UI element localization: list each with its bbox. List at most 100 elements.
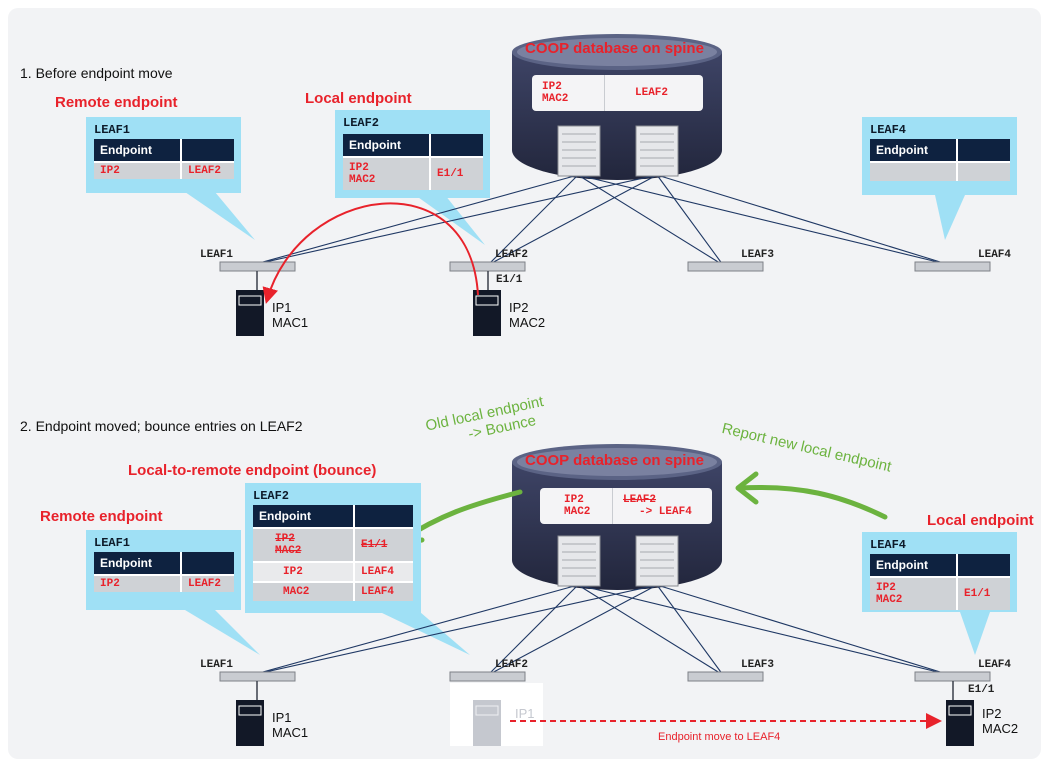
leaf1-label-2: LEAF1 bbox=[200, 659, 234, 671]
ghost-host-old-location bbox=[450, 683, 543, 746]
server-host-ip1-2 bbox=[236, 700, 264, 746]
host-ip1-label-1: IP1 MAC1 bbox=[272, 300, 308, 330]
callout-title: LEAF4 bbox=[870, 123, 907, 137]
endpoint-cell: IP2 bbox=[253, 561, 354, 582]
location-cell: E1/1 bbox=[429, 156, 483, 190]
host-mac: MAC2 bbox=[509, 315, 546, 330]
host-ip: IP2 bbox=[982, 706, 1002, 721]
coop-entry-2: IP2 MAC2 LEAF2 -> LEAF4 bbox=[540, 488, 712, 524]
coop-entry-1: IP2 MAC2 LEAF2 bbox=[532, 75, 703, 111]
leaf2-callout-tail-1 bbox=[415, 195, 485, 245]
report-arrow-head bbox=[735, 471, 759, 505]
server-host-ip2-2 bbox=[946, 700, 974, 746]
coop-key-ip: IP2 bbox=[542, 81, 562, 93]
endpoint-table: Endpoint bbox=[870, 139, 1010, 181]
col-endpoint: Endpoint bbox=[870, 139, 957, 162]
location-cell: LEAF4 bbox=[353, 581, 413, 601]
leaf2-switch-1 bbox=[449, 261, 526, 272]
remote-endpoint-heading-1: Remote endpoint bbox=[55, 94, 178, 111]
leaf3-switch-2 bbox=[687, 671, 764, 682]
host-ip: IP1 bbox=[272, 300, 292, 315]
coop-key-mac: MAC2 bbox=[542, 93, 569, 105]
coop-value-old: LEAF2 bbox=[623, 494, 657, 506]
fabric-links-2 bbox=[251, 584, 951, 676]
host-mac: MAC1 bbox=[272, 315, 309, 330]
spine-switch-2b bbox=[635, 535, 679, 587]
leaf4-label-1: LEAF4 bbox=[978, 249, 1012, 261]
section-1-title: 1. Before endpoint move bbox=[20, 65, 173, 81]
leaf4-switch-2 bbox=[914, 671, 991, 682]
host-mac: MAC1 bbox=[272, 725, 309, 740]
remote-endpoint-heading-2: Remote endpoint bbox=[40, 508, 163, 525]
endpoint-move-label: Endpoint move to LEAF4 bbox=[658, 731, 781, 743]
port-label-2: E1/1 bbox=[968, 684, 995, 696]
report-arrow bbox=[737, 485, 888, 520]
coop-title-1: COOP database on spine bbox=[525, 40, 704, 57]
location-cell: LEAF2 bbox=[180, 574, 234, 592]
col-endpoint: Endpoint bbox=[870, 554, 957, 577]
leaf2-label-1: LEAF2 bbox=[495, 249, 529, 261]
host-ip: IP2 bbox=[509, 300, 529, 315]
callout-title: LEAF2 bbox=[343, 116, 380, 130]
endpoint-cell: IP2 bbox=[94, 574, 181, 592]
endpoint-ip: IP2 bbox=[876, 582, 896, 594]
endpoint-mac: MAC2 bbox=[876, 594, 903, 606]
callout-title: LEAF4 bbox=[870, 538, 907, 552]
callout-title: LEAF2 bbox=[253, 489, 290, 503]
fabric-links-1 bbox=[251, 174, 951, 266]
spine-switch-1a bbox=[557, 125, 601, 177]
location-cell: LEAF2 bbox=[180, 161, 234, 179]
old-endpoint-mac: MAC2 bbox=[275, 545, 302, 557]
col-endpoint: Endpoint bbox=[343, 134, 430, 157]
host-ip1-label-2: IP1 MAC1 bbox=[272, 710, 308, 740]
col-endpoint: Endpoint bbox=[253, 505, 354, 528]
coop-title-2: COOP database on spine bbox=[525, 452, 704, 469]
leaf1-label-1: LEAF1 bbox=[200, 249, 234, 261]
endpoint-mac: MAC2 bbox=[349, 174, 376, 186]
leaf4-callout-1: LEAF4 Endpoint bbox=[862, 117, 1017, 195]
host-ip2-label-2: IP2 MAC2 bbox=[982, 706, 1018, 736]
ghost-host-label: IP1 bbox=[515, 706, 535, 721]
leaf4-switch-1 bbox=[914, 261, 991, 272]
leaf4-label-2: LEAF4 bbox=[978, 659, 1012, 671]
callout-title: LEAF1 bbox=[94, 536, 131, 550]
leaf2-switch-2 bbox=[449, 671, 526, 682]
callout-title: LEAF1 bbox=[94, 123, 131, 137]
server-host-ip2-1 bbox=[473, 290, 501, 336]
coop-key-ip: IP2 bbox=[564, 494, 584, 506]
leaf1-callout-tail-2 bbox=[185, 610, 260, 655]
col-endpoint: Endpoint bbox=[94, 139, 181, 162]
coop-value: LEAF2 bbox=[635, 87, 669, 99]
coop-value-new: -> LEAF4 bbox=[639, 506, 692, 518]
endpoint-cell: IP2 bbox=[94, 161, 181, 179]
old-endpoint-ip: IP2 bbox=[275, 533, 295, 545]
local-endpoint-heading-1: Local endpoint bbox=[305, 90, 412, 107]
host-ip2-label-1: IP2 MAC2 bbox=[509, 300, 545, 330]
endpoint-cell: MAC2 bbox=[253, 581, 354, 601]
server-host-ip1-1 bbox=[236, 290, 264, 336]
port-label-1: E1/1 bbox=[496, 274, 523, 286]
leaf4-callout-tail-2 bbox=[960, 612, 990, 655]
location-cell: LEAF4 bbox=[353, 561, 413, 582]
leaf1-switch-2 bbox=[219, 671, 296, 682]
traffic-arc bbox=[262, 202, 479, 304]
leaf3-label-2: LEAF3 bbox=[741, 659, 775, 671]
spine-switch-1b bbox=[635, 125, 679, 177]
location-cell: E1/1 bbox=[956, 576, 1010, 610]
section-2-title: 2. Endpoint moved; bounce entries on LEA… bbox=[20, 418, 303, 434]
old-location: E1/1 bbox=[353, 527, 413, 562]
leaf1-callout-tail-1 bbox=[185, 192, 255, 240]
leaf2-label-2: LEAF2 bbox=[495, 659, 529, 671]
leaf3-label-1: LEAF3 bbox=[741, 249, 775, 261]
